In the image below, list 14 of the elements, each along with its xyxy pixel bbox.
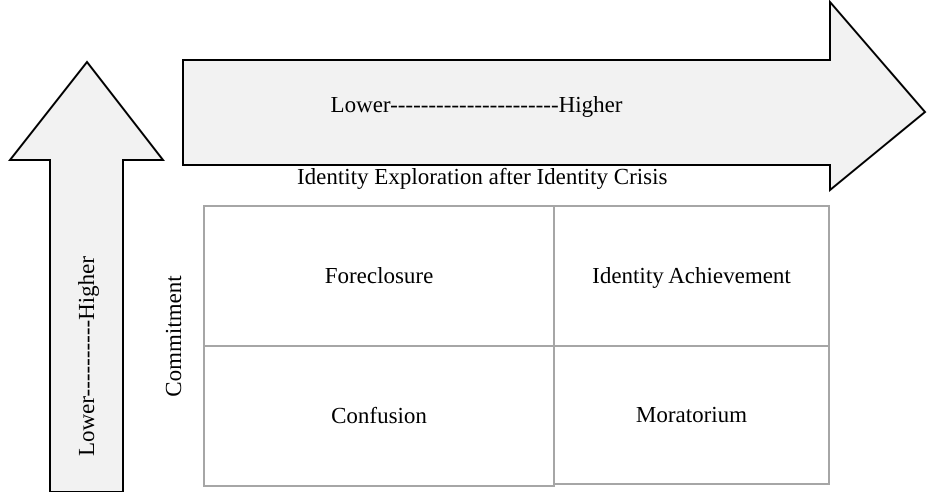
scale-text: Lower----------Higher [74,256,100,456]
axis-title: Identity Exploration after Identity Crisis [297,164,668,190]
scale-text: Lower----------------------Higher [330,92,622,118]
axis-title: Commitment [161,275,187,397]
up-arrow-shape [8,60,166,492]
quadrant-label: Foreclosure [324,263,434,289]
quadrant-label: Confusion [331,403,427,429]
quadrant-cell [553,205,830,347]
quadrant-label: Identity Achievement [592,263,791,289]
quadrant-cell [553,345,830,485]
right-arrow-shape [182,0,926,192]
quadrant-cell [203,345,555,487]
quadrant-label: Moratorium [636,402,748,428]
quadrant-cell [203,205,555,347]
